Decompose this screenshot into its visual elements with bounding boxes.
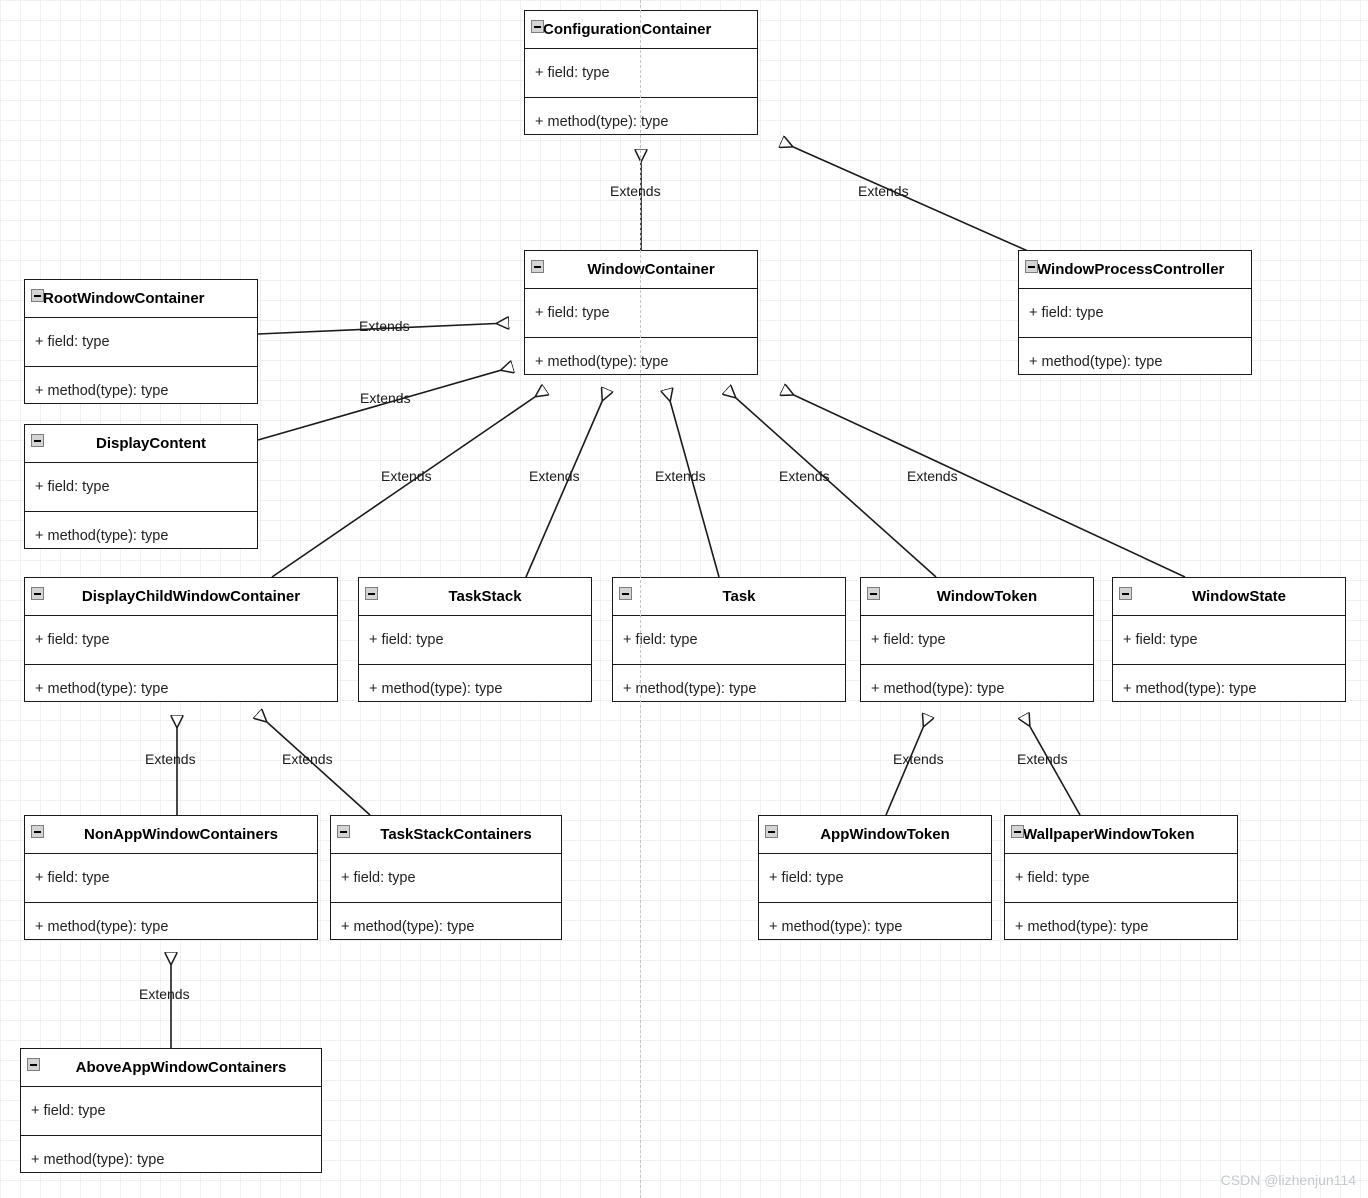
uml-class-taskstack[interactable]: TaskStack+ field: type+ method(type): ty… bbox=[358, 577, 592, 702]
class-field-row: + field: type bbox=[35, 632, 110, 648]
uml-class-windowcontainer[interactable]: WindowContainer+ field: type+ method(typ… bbox=[524, 250, 758, 375]
edge-label-extends: Extends bbox=[360, 390, 411, 406]
watermark: CSDN @lizhenjun114 bbox=[1220, 1172, 1356, 1188]
class-method-row: + method(type): type bbox=[759, 902, 991, 950]
class-field-row: + field: type bbox=[341, 870, 416, 886]
class-title: TaskStackContainers bbox=[331, 816, 561, 854]
collapse-minus-icon[interactable] bbox=[27, 1058, 40, 1071]
class-field-row: + field: type bbox=[871, 632, 946, 648]
collapse-minus-icon[interactable] bbox=[31, 434, 44, 447]
class-title: NonAppWindowContainers bbox=[25, 816, 317, 854]
collapse-minus-icon[interactable] bbox=[365, 587, 378, 600]
class-field-row: + field: type bbox=[35, 870, 110, 886]
class-title: Task bbox=[613, 578, 845, 616]
uml-class-configurationcontainer[interactable]: ConfigurationContainer+ field: type+ met… bbox=[524, 10, 758, 135]
edge-label-extends: Extends bbox=[858, 183, 909, 199]
collapse-minus-icon[interactable] bbox=[31, 587, 44, 600]
class-method-row: + method(type): type bbox=[1019, 337, 1251, 385]
uml-class-nonappwindowcontainers[interactable]: NonAppWindowContainers+ field: type+ met… bbox=[24, 815, 318, 940]
class-field-row: + field: type bbox=[1029, 305, 1104, 321]
class-method-row: + method(type): type bbox=[25, 664, 337, 712]
class-title: WindowState bbox=[1113, 578, 1345, 616]
class-method-row: + method(type): type bbox=[861, 664, 1093, 712]
collapse-minus-icon[interactable] bbox=[1011, 825, 1024, 838]
edge-label-extends: Extends bbox=[655, 468, 706, 484]
edge-windowstate-to-windowcontainer bbox=[783, 390, 1186, 578]
class-method-row: + method(type): type bbox=[331, 902, 561, 950]
collapse-minus-icon[interactable] bbox=[765, 825, 778, 838]
class-field-row: + field: type bbox=[1015, 870, 1090, 886]
edge-label-extends: Extends bbox=[1017, 751, 1068, 767]
uml-class-wallpaperwindowtoken[interactable]: WallpaperWindowToken+ field: type+ metho… bbox=[1004, 815, 1238, 940]
class-title: TaskStack bbox=[359, 578, 591, 616]
class-title: RootWindowContainer bbox=[25, 280, 257, 318]
class-field-row: + field: type bbox=[35, 479, 110, 495]
uml-class-displaycontent[interactable]: DisplayContent+ field: type+ method(type… bbox=[24, 424, 258, 549]
edge-label-extends: Extends bbox=[139, 986, 190, 1002]
edge-label-extends: Extends bbox=[893, 751, 944, 767]
edge-label-extends: Extends bbox=[610, 183, 661, 199]
class-field-row: + field: type bbox=[35, 334, 110, 350]
class-title: DisplayContent bbox=[25, 425, 257, 463]
class-method-row: + method(type): type bbox=[525, 337, 757, 385]
edge-label-extends: Extends bbox=[381, 468, 432, 484]
edge-label-extends: Extends bbox=[529, 468, 580, 484]
class-title: DisplayChildWindowContainer bbox=[25, 578, 337, 616]
class-title: WallpaperWindowToken bbox=[1005, 816, 1237, 854]
uml-class-aboveappwindowcontainers[interactable]: AboveAppWindowContainers+ field: type+ m… bbox=[20, 1048, 322, 1173]
class-field-row: + field: type bbox=[535, 305, 610, 321]
collapse-minus-icon[interactable] bbox=[1119, 587, 1132, 600]
class-method-row: + method(type): type bbox=[525, 97, 757, 145]
class-method-row: + method(type): type bbox=[613, 664, 845, 712]
collapse-minus-icon[interactable] bbox=[1025, 260, 1038, 273]
class-method-row: + method(type): type bbox=[25, 511, 257, 559]
edge-windowtoken-to-windowcontainer bbox=[727, 390, 937, 578]
collapse-minus-icon[interactable] bbox=[31, 825, 44, 838]
class-field-row: + field: type bbox=[623, 632, 698, 648]
edge-label-extends: Extends bbox=[359, 318, 410, 334]
uml-class-windowstate[interactable]: WindowState+ field: type+ method(type): … bbox=[1112, 577, 1346, 702]
uml-class-displaychildwindowcontainer[interactable]: DisplayChildWindowContainer + field: type… bbox=[24, 577, 338, 702]
edge-label-extends: Extends bbox=[145, 751, 196, 767]
edge-label-extends: Extends bbox=[907, 468, 958, 484]
uml-class-windowprocesscontroller[interactable]: WindowProcessController+ field: type+ me… bbox=[1018, 250, 1252, 375]
collapse-minus-icon[interactable] bbox=[31, 289, 44, 302]
edge-label-extends: Extends bbox=[282, 751, 333, 767]
collapse-minus-icon[interactable] bbox=[867, 587, 880, 600]
collapse-minus-icon[interactable] bbox=[337, 825, 350, 838]
class-field-row: + field: type bbox=[1123, 632, 1198, 648]
class-method-row: + method(type): type bbox=[25, 902, 317, 950]
class-method-row: + method(type): type bbox=[21, 1135, 321, 1183]
class-method-row: + method(type): type bbox=[1005, 902, 1237, 950]
collapse-minus-icon[interactable] bbox=[619, 587, 632, 600]
class-title: AboveAppWindowContainers bbox=[21, 1049, 321, 1087]
class-method-row: + method(type): type bbox=[1113, 664, 1345, 712]
class-field-row: + field: type bbox=[769, 870, 844, 886]
class-field-row: + field: type bbox=[369, 632, 444, 648]
class-title: ConfigurationContainer bbox=[525, 11, 757, 49]
class-method-row: + method(type): type bbox=[25, 366, 257, 414]
collapse-minus-icon[interactable] bbox=[531, 20, 544, 33]
uml-class-rootwindowcontainer[interactable]: RootWindowContainer+ field: type+ method… bbox=[24, 279, 258, 404]
class-method-row: + method(type): type bbox=[359, 664, 591, 712]
uml-class-taskstackcontainers[interactable]: TaskStackContainers+ field: type+ method… bbox=[330, 815, 562, 940]
collapse-minus-icon[interactable] bbox=[531, 260, 544, 273]
class-title: AppWindowToken bbox=[759, 816, 991, 854]
uml-class-task[interactable]: Task+ field: type+ method(type): type bbox=[612, 577, 846, 702]
class-title: WindowContainer bbox=[525, 251, 757, 289]
uml-class-appwindowtoken[interactable]: AppWindowToken+ field: type+ method(type… bbox=[758, 815, 992, 940]
page-break-line bbox=[640, 0, 641, 1198]
class-field-row: + field: type bbox=[31, 1103, 106, 1119]
class-field-row: + field: type bbox=[535, 65, 610, 81]
uml-class-windowtoken[interactable]: WindowToken+ field: type+ method(type): … bbox=[860, 577, 1094, 702]
edge-label-extends: Extends bbox=[779, 468, 830, 484]
class-title: WindowProcessController bbox=[1019, 251, 1251, 289]
class-title: WindowToken bbox=[861, 578, 1093, 616]
